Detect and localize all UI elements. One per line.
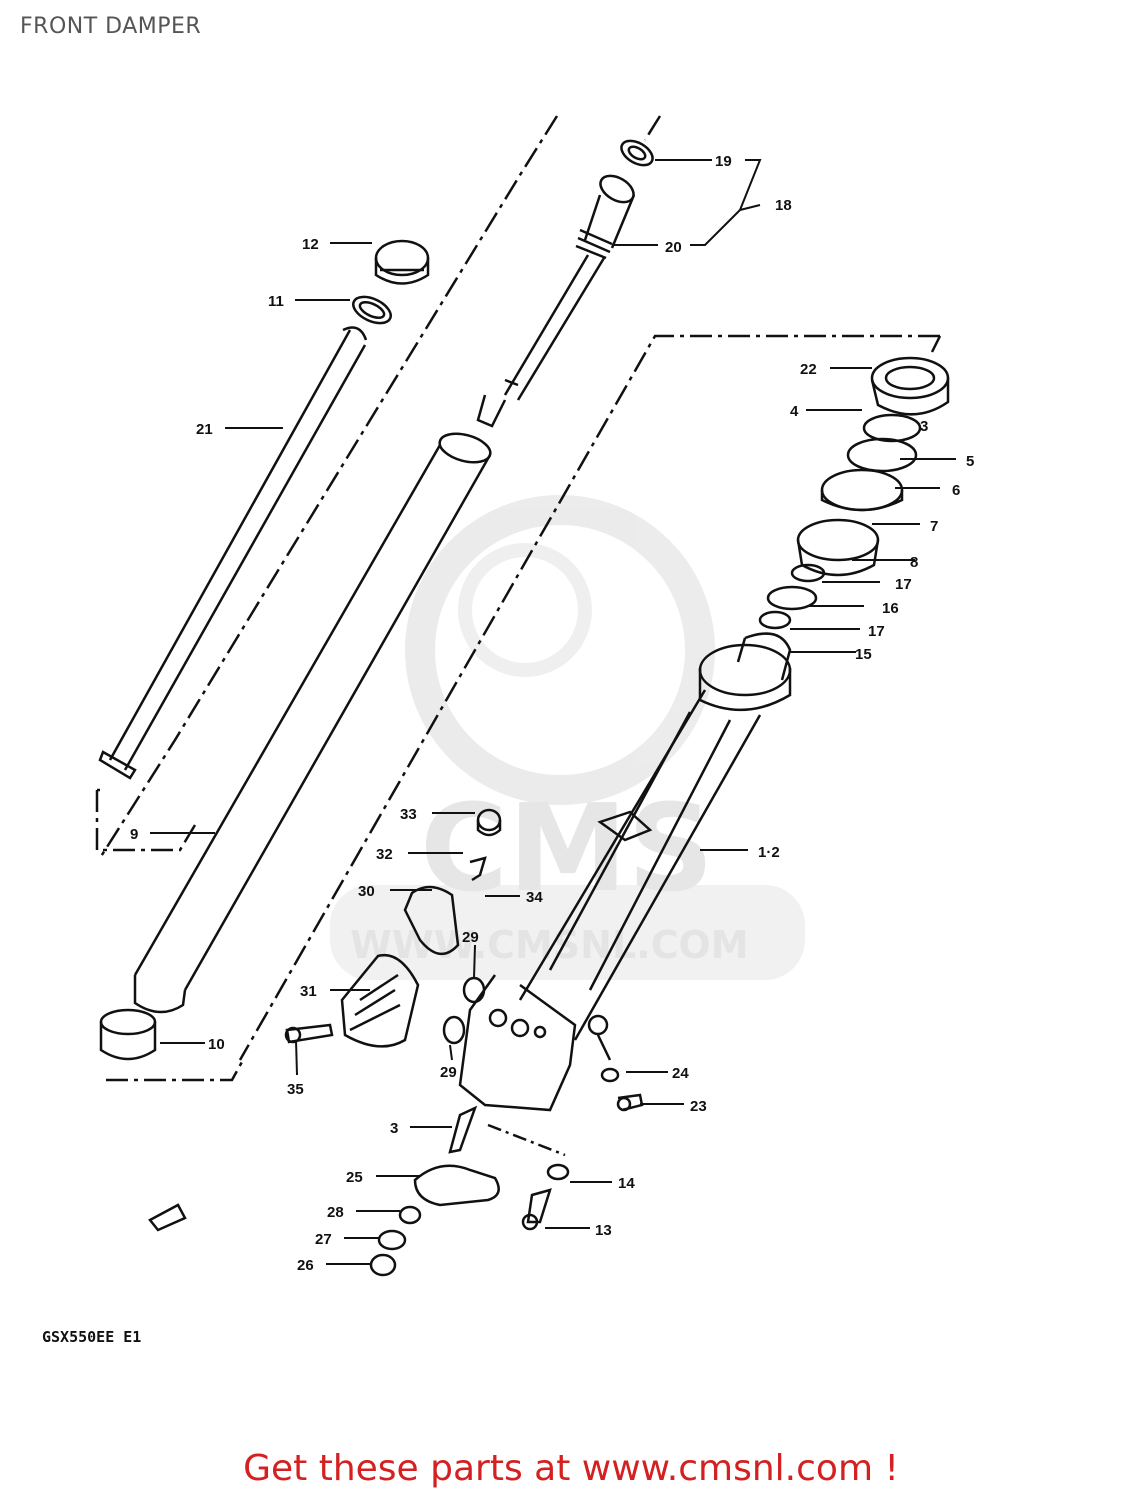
- part-label-16: 16: [882, 600, 899, 617]
- part-label-10: 10: [208, 1036, 225, 1053]
- part-label-18: 18: [775, 197, 792, 214]
- spring-group-bracket: [643, 115, 662, 141]
- part-label-1-2: 1·2: [758, 844, 780, 861]
- page-title: FRONT DAMPER: [20, 14, 202, 39]
- inner-tube: [133, 444, 492, 991]
- part-label-22: 22: [800, 361, 817, 378]
- model-code: GSX550EE E1: [42, 1328, 141, 1346]
- part-label-20: 20: [665, 239, 682, 256]
- part-label-28: 28: [327, 1204, 344, 1221]
- part-label-17a: 17: [895, 576, 912, 593]
- part-label-14: 14: [618, 1175, 635, 1192]
- watermark: CMS WWW.CMSNL.COM: [330, 495, 805, 980]
- part-label-4: 4: [790, 403, 799, 420]
- part-label-21: 21: [196, 421, 213, 438]
- part-label-11: 11: [268, 293, 284, 310]
- part-label-24: 24: [672, 1065, 689, 1082]
- fork-spring: [108, 329, 367, 771]
- part-label-29a: 29: [462, 929, 479, 946]
- part-label-5: 5: [966, 453, 974, 470]
- part-label-13: 13: [595, 1222, 612, 1239]
- part-label-7: 7: [930, 518, 938, 535]
- part-label-31: 31: [300, 983, 317, 1000]
- part-label-32: 32: [376, 846, 393, 863]
- part-label-6: 6: [952, 482, 960, 499]
- part-label-12: 12: [302, 236, 319, 253]
- part-label-30: 30: [358, 883, 375, 900]
- part-label-23: 23: [690, 1098, 707, 1115]
- part-label-26: 26: [297, 1257, 314, 1274]
- part-label-17b: 17: [868, 623, 885, 640]
- part-label-3b: 3: [920, 418, 928, 435]
- part-label-29b: 29: [440, 1064, 457, 1081]
- part-label-19: 19: [715, 153, 732, 170]
- part-label-35: 35: [287, 1081, 304, 1098]
- part-label-27: 27: [315, 1231, 332, 1248]
- part-label-3: 3: [390, 1120, 398, 1137]
- part-labels: 19 18 20 12 11 21 9 10 22 4 3 5 6 7 8 17…: [42, 153, 974, 1346]
- part-label-33: 33: [400, 806, 417, 823]
- leader-lines: [150, 159, 956, 1265]
- part-label-8: 8: [910, 554, 918, 571]
- part-label-15: 15: [855, 646, 872, 663]
- part-label-34: 34: [526, 889, 543, 906]
- footer-link[interactable]: Get these parts at www.cmsnl.com !: [243, 1448, 899, 1489]
- line-art: [95, 115, 950, 1277]
- part-label-25: 25: [346, 1169, 363, 1186]
- watermark-logo: CMS: [420, 780, 714, 919]
- part-label-9: 9: [130, 826, 138, 843]
- watermark-url: WWW.CMSNL.COM: [350, 923, 749, 967]
